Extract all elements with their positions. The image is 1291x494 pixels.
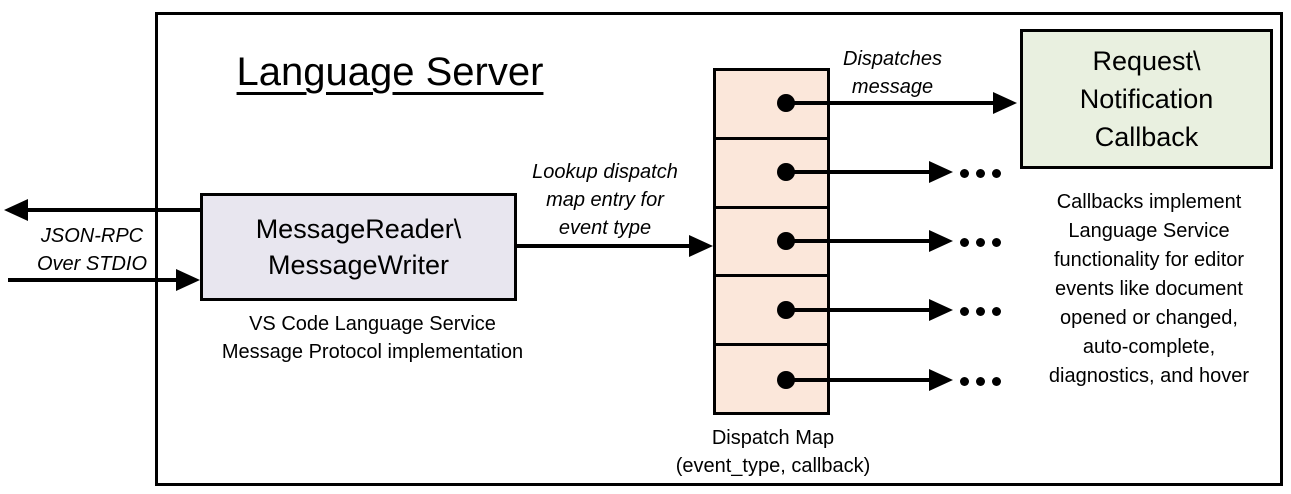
json-rpc-label: JSON-RPC Over STDIO [22,222,162,278]
message-box-line1: MessageReader\ [255,214,462,244]
stdio-out-arrowhead-icon [4,199,28,221]
lookup-arrow-line [517,244,690,248]
stdio-out-arrow-line [27,208,200,212]
dispatch-arrowhead-icon [929,369,953,391]
callbacks-caption-line2: Language Service [1068,220,1230,242]
message-box-line2: MessageWriter [267,250,450,280]
dispatch-map-cell [716,277,827,347]
dispatch-arrow-line [786,308,930,312]
lookup-arrowhead-icon [689,235,713,257]
lookup-dispatch-label: Lookup dispatch map entry for event type [505,158,705,242]
dispatch-arrow-line [786,378,930,382]
ellipsis-icon [960,307,1001,316]
callback-box-line2: Notification [1079,84,1214,114]
callbacks-caption-line4: events like document [1055,278,1243,300]
dispatch-map-cell [716,209,827,278]
message-box-caption: VS Code Language Service Message Protoco… [205,310,540,366]
dispatch-arrow-line [786,101,994,105]
language-server-boundary-box [155,12,1283,486]
dispatch-arrow-line [786,239,930,243]
lookup-label-line1: Lookup dispatch [532,161,678,183]
dispatches-label-line1: Dispatches [843,48,942,70]
ellipsis-icon [960,377,1001,386]
callbacks-caption-line3: functionality for editor [1053,249,1245,271]
callbacks-caption-line5: opened or changed, [1060,307,1238,329]
callbacks-caption-line6: auto-complete, [1082,336,1216,358]
callback-box-line1: Request\ [1092,46,1201,76]
dispatch-map-caption-line1: Dispatch Map [711,427,835,449]
dispatches-label-line2: message [851,76,934,98]
ellipsis-icon [960,169,1001,178]
dispatch-arrowhead-icon [993,92,1017,114]
message-box-caption-line2: Message Protocol implementation [221,341,524,363]
dispatch-map-caption: Dispatch Map (event_type, callback) [633,424,913,480]
lookup-label-line3: event type [558,217,652,239]
json-rpc-label-line2: Over STDIO [36,253,147,275]
message-reader-writer-box: MessageReader\ MessageWriter [200,193,517,301]
dispatch-arrow-line [786,170,930,174]
stdio-in-arrow-line [8,278,178,282]
dispatch-map-cell [716,71,827,140]
dispatches-message-label: Dispatches message [810,45,975,101]
callback-box-line3: Callback [1094,122,1199,152]
ellipsis-icon [960,238,1001,247]
callbacks-caption-line7: diagnostics, and hover [1048,365,1250,387]
json-rpc-label-line1: JSON-RPC [40,225,144,247]
callbacks-caption-line1: Callbacks implement [1056,191,1242,213]
dispatch-arrowhead-icon [929,230,953,252]
dispatch-arrowhead-icon [929,299,953,321]
stdio-in-arrowhead-icon [176,269,200,291]
message-box-caption-line1: VS Code Language Service [249,313,496,335]
request-notification-callback-box: Request\ Notification Callback [1020,29,1273,169]
dispatch-arrowhead-icon [929,161,953,183]
dispatch-map-caption-line2: (event_type, callback) [675,455,871,477]
dispatch-map-cell [716,140,827,209]
diagram-title: Language Server [236,50,544,94]
lookup-label-line2: map entry for [546,189,664,211]
callbacks-caption: Callbacks implement Language Service fun… [1020,188,1278,391]
